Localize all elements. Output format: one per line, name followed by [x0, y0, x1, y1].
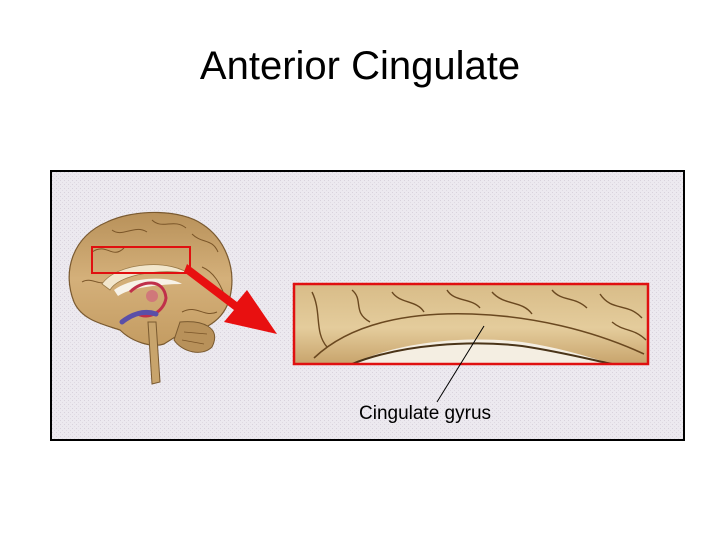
brain-sagittal-icon: [68, 211, 233, 385]
zoom-arrow-icon: [184, 264, 277, 334]
callout-leader-line: [436, 325, 485, 403]
callout-label: Cingulate gyrus: [359, 403, 491, 424]
slide-title: Anterior Cingulate: [199, 44, 521, 88]
cingulate-figure: Cingulate gyrus: [52, 172, 683, 439]
figure-frame: Cingulate gyrus: [50, 170, 685, 441]
zoomed-cingulate-panel: [292, 282, 650, 403]
